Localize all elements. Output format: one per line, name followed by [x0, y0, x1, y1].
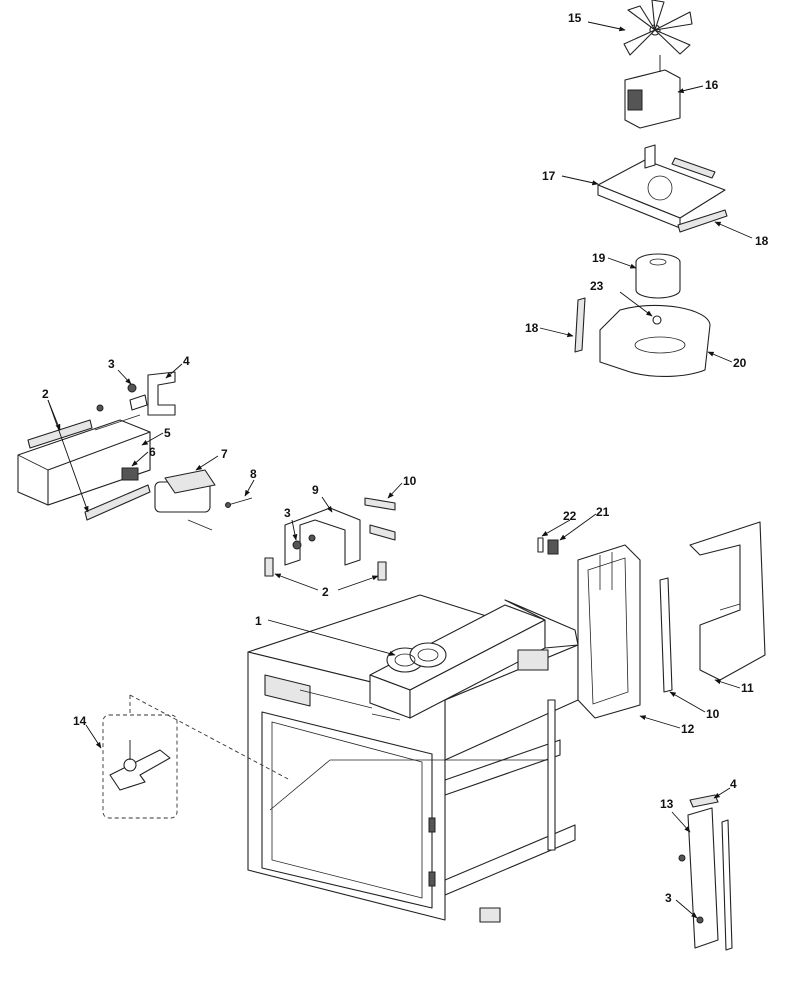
- washer-23: [652, 315, 662, 325]
- svg-text:12: 12: [681, 722, 695, 736]
- callout-6: 6: [131, 445, 156, 467]
- callout-23: 23: [590, 279, 653, 317]
- callout-16: 16: [677, 78, 719, 94]
- bracket-4a: [147, 371, 176, 416]
- part-22: [537, 537, 544, 553]
- transformer-7: [154, 469, 216, 531]
- svg-text:8: 8: [250, 467, 257, 481]
- callout-8: 8: [244, 467, 257, 497]
- callout-9: 9: [312, 483, 333, 513]
- callout-13: 13: [660, 797, 691, 833]
- damper-assembly: [386, 642, 447, 673]
- svg-text:17: 17: [542, 169, 556, 183]
- screw-3a: [96, 383, 137, 412]
- svg-text:3: 3: [284, 506, 291, 520]
- callout-3b: 3: [284, 506, 298, 541]
- fan-motor-16: [624, 55, 681, 129]
- callout-18a: 18: [714, 221, 769, 248]
- svg-text:16: 16: [705, 78, 719, 92]
- callout-18b: 18: [525, 321, 574, 338]
- part-21: [547, 539, 559, 555]
- gasket-strip-18: [574, 157, 728, 353]
- pad-2b: [264, 557, 387, 581]
- side-trim-13: [678, 807, 733, 951]
- svg-text:1: 1: [255, 614, 262, 628]
- svg-text:18: 18: [525, 321, 539, 335]
- callout-5: 5: [141, 426, 171, 446]
- svg-text:5: 5: [164, 426, 171, 440]
- callout-3a: 3: [108, 357, 132, 385]
- svg-text:23: 23: [590, 279, 604, 293]
- svg-text:14: 14: [73, 714, 87, 728]
- callout-15: 15: [568, 11, 626, 32]
- callout-12: 12: [639, 715, 695, 736]
- callout-20: 20: [707, 351, 747, 370]
- callout-7: 7: [195, 447, 228, 471]
- blower-housing-20: [599, 304, 711, 377]
- callout-3c: 3: [665, 891, 698, 919]
- svg-text:21: 21: [596, 505, 610, 519]
- callout-17: 17: [542, 169, 599, 186]
- callout-14: 14: [73, 714, 102, 749]
- callout-10b: 10: [669, 691, 720, 721]
- svg-text:10: 10: [706, 707, 720, 721]
- svg-text:13: 13: [660, 797, 674, 811]
- cap-4b: [689, 794, 719, 808]
- fan-blade-15: [623, 0, 693, 56]
- callout-19: 19: [592, 251, 637, 269]
- svg-text:22: 22: [563, 509, 577, 523]
- callout-2a: 2: [42, 387, 89, 513]
- blower-wheel-19: [635, 253, 681, 299]
- bracket-strip-b: [84, 484, 151, 521]
- mounting-bracket-9: [284, 507, 361, 566]
- svg-text:3: 3: [665, 891, 672, 905]
- svg-text:7: 7: [221, 447, 228, 461]
- svg-text:4: 4: [183, 354, 190, 368]
- svg-text:19: 19: [592, 251, 606, 265]
- pin-8: [225, 497, 253, 508]
- svg-text:18: 18: [755, 234, 769, 248]
- strip-10b: [659, 577, 673, 693]
- svg-text:6: 6: [149, 445, 156, 459]
- transformer-bracket: [17, 394, 151, 506]
- svg-text:10: 10: [403, 474, 417, 488]
- svg-text:15: 15: [568, 11, 582, 25]
- side-panel-12: [577, 544, 641, 719]
- pad-10a: [364, 497, 396, 541]
- callout-11: 11: [714, 679, 754, 695]
- callout-4b: 4: [713, 777, 737, 799]
- callout-4a: 4: [165, 354, 190, 379]
- panel-11: [689, 521, 766, 681]
- svg-text:4: 4: [730, 777, 737, 791]
- motor-plate-17: [597, 144, 726, 229]
- hinge-detail-14: [102, 694, 291, 819]
- svg-text:3: 3: [108, 357, 115, 371]
- callout-10a: 10: [387, 474, 417, 499]
- callout-22: 22: [541, 509, 577, 537]
- callout-1: 1: [255, 614, 396, 656]
- svg-text:2: 2: [42, 387, 49, 401]
- svg-text:20: 20: [733, 356, 747, 370]
- callout-21: 21: [559, 505, 610, 541]
- svg-text:9: 9: [312, 483, 319, 497]
- callout-2b: 2: [274, 573, 379, 599]
- svg-text:11: 11: [741, 681, 754, 695]
- svg-text:2: 2: [322, 585, 329, 599]
- relay-6: [121, 467, 139, 481]
